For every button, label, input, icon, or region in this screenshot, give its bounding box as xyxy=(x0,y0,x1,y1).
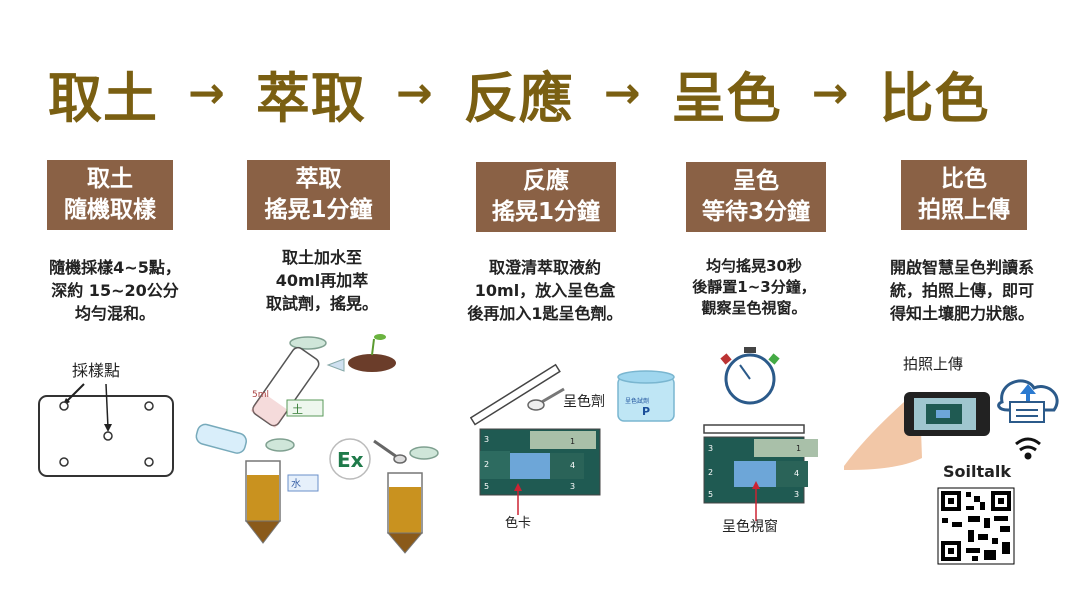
smartphone-icon xyxy=(904,392,990,436)
card-cell-number: 5 xyxy=(484,482,489,491)
step-badge-extraction: 萃取 搖晃1分鐘 xyxy=(247,160,390,230)
extract-reagent-label: Ex xyxy=(337,448,364,472)
card-cell-number: 1 xyxy=(796,444,801,453)
cloud-upload-icon xyxy=(997,379,1059,423)
reaction-illustration: 3 1 2 4 5 3 呈色試劑 P xyxy=(470,363,675,515)
flow-arrow-icon: → xyxy=(188,67,226,119)
flow-arrow-icon: → xyxy=(603,67,642,119)
tube-mark-label: 5ml xyxy=(252,390,269,400)
wifi-icon xyxy=(1015,437,1041,460)
flow-step-5: 比色 xyxy=(879,66,990,130)
qr-code-icon xyxy=(937,487,1015,565)
card-cell-number: 5 xyxy=(708,490,713,499)
tube-cap-icon xyxy=(409,446,439,460)
centrifuge-tube-icon xyxy=(244,460,282,544)
hand-icon xyxy=(844,402,922,470)
card-cell-number: 3 xyxy=(570,482,575,491)
tube-cap-icon xyxy=(265,438,295,452)
card-cell-number: 4 xyxy=(570,461,575,470)
color-window-box xyxy=(703,424,818,504)
soil-pile-icon xyxy=(348,354,396,372)
pointer-arrow-icon xyxy=(105,383,109,429)
card-cell-number: 3 xyxy=(794,490,799,499)
color-card-label: 色卡 xyxy=(505,516,532,531)
sample-point xyxy=(59,401,69,411)
flow-step-3: 反應 xyxy=(463,66,574,130)
coloring-illustration: 3 1 2 4 5 3 xyxy=(703,347,818,521)
card-cell-number: 1 xyxy=(570,437,575,446)
step-description-coloring: 均勻搖晃30秒 後靜置1~3分鐘， 觀察呈色視窗。 xyxy=(692,257,816,317)
step-badge-coloring: 呈色 等待3分鐘 xyxy=(686,162,826,232)
reagent-jar-letter: P xyxy=(642,405,650,418)
flow-arrow-icon: → xyxy=(395,67,434,119)
pour-arrow-icon xyxy=(326,358,345,372)
step-badge-comparison: 比色 拍照上傳 xyxy=(901,160,1027,230)
tube-cap-icon xyxy=(289,336,327,350)
step-description-reaction: 取澄清萃取液約 10ml，放入呈色盒 後再加入1匙呈色劑。 xyxy=(467,258,623,323)
step-description-extraction: 取土加水至 40ml再加萃 取試劑，搖晃。 xyxy=(265,248,378,313)
sample-point xyxy=(103,431,113,441)
soil-tag-label: 土 xyxy=(292,403,303,416)
extract-reagent-icon xyxy=(329,438,371,480)
reagent-jar-icon xyxy=(617,370,675,422)
comparison-illustration xyxy=(844,379,1059,565)
spoon-icon xyxy=(373,439,398,459)
flow-step-1: 取土 xyxy=(48,66,158,130)
stopwatch-icon xyxy=(720,347,780,405)
sprout-icon xyxy=(371,338,375,356)
water-tag-icon xyxy=(287,474,319,492)
color-window-label: 呈色視窗 xyxy=(722,519,778,535)
step-badge-sampling: 取土 隨機取樣 xyxy=(47,160,173,230)
reagent-jar-label: 呈色試劑 xyxy=(625,397,649,405)
spoon-icon xyxy=(539,387,565,405)
flow-step-2: 萃取 xyxy=(255,66,366,130)
tilted-tube-icon xyxy=(250,346,320,429)
upload-label: 拍照上傳 xyxy=(903,355,964,373)
flow-arrow-icon: → xyxy=(811,67,850,119)
sampling-field-diagram xyxy=(38,383,174,477)
card-cell-number: 2 xyxy=(708,468,713,477)
color-card xyxy=(479,428,601,496)
pointer-arrow-head-icon xyxy=(104,424,112,432)
card-cell-number: 3 xyxy=(484,435,489,444)
flow-step-4: 呈色 xyxy=(671,66,782,130)
process-flow-title: 取土 → 萃取 → 反應 → 呈色 → 比色 xyxy=(48,58,990,130)
card-cell-number: 4 xyxy=(794,469,799,478)
sample-point xyxy=(144,457,154,467)
sampling-point-label: 採樣點 xyxy=(72,361,121,380)
card-cell-number: 2 xyxy=(484,460,489,469)
extraction-illustration: 5ml 土 水 Ex xyxy=(195,334,439,554)
step-description-comparison: 開啟智慧呈色判讀系 統，拍照上傳，即可 得知土壤肥力狀態。 xyxy=(889,258,1034,323)
step-badge-reaction: 反應 搖晃1分鐘 xyxy=(476,162,616,232)
centrifuge-tube-icon xyxy=(386,472,424,554)
sample-point xyxy=(144,401,154,411)
card-cell-number: 3 xyxy=(708,444,713,453)
pointer-arrow-icon xyxy=(65,383,85,403)
box-lid-icon xyxy=(470,363,561,426)
water-tag-label: 水 xyxy=(291,478,301,490)
sample-point xyxy=(59,457,69,467)
step-description-sampling: 隨機採樣4~5點， 深約 15~20公分 均勻混和。 xyxy=(49,258,181,323)
reagent-label: 呈色劑 xyxy=(563,394,605,410)
soil-tag-icon xyxy=(286,399,324,417)
brand-label: Soiltalk xyxy=(943,462,1012,481)
water-bottle-icon xyxy=(195,423,247,454)
